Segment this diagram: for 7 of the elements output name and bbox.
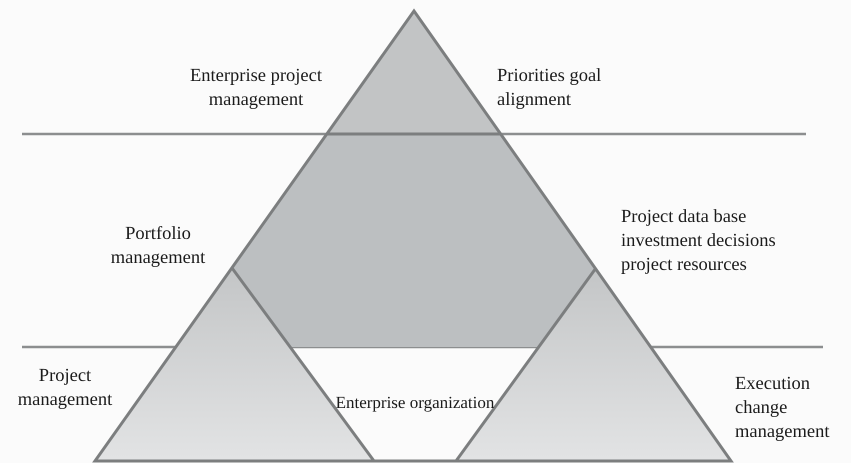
- tier-label: Execution change management: [735, 373, 831, 444]
- tier-label: Priorities goal alignment: [497, 65, 602, 112]
- tier-label: Enterprise organization: [334, 392, 496, 414]
- tier-label: Portfolio management: [110, 223, 206, 270]
- tier-label: Enterprise project management: [188, 65, 323, 112]
- tier-label: Project management: [16, 365, 114, 412]
- tier-label: Project data base investment decisions project resources: [621, 206, 777, 277]
